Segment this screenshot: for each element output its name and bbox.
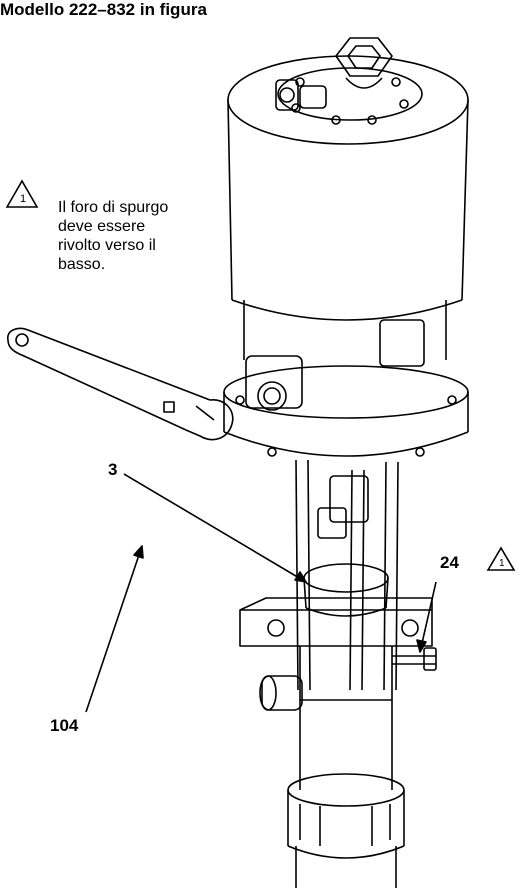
inlet-fitting — [259, 675, 303, 711]
displacement-pump — [287, 700, 405, 888]
leader-lines — [85, 473, 437, 713]
bleed-hole-note: Il foro di spurgo deve essere rivolto ve… — [58, 198, 238, 274]
callout-part-3: 3 — [108, 460, 118, 479]
callout-part-24: 24 — [440, 553, 459, 572]
figure-title: Modello 222–832 in figura — [0, 0, 207, 19]
air-motor-cover — [227, 55, 469, 321]
note-line-2: deve essere — [58, 218, 146, 235]
callout-part-104: 104 — [50, 716, 79, 735]
pump-clamp-block — [239, 597, 433, 701]
tie-rods — [295, 459, 399, 691]
part-24-marker-number: 1 — [499, 558, 505, 569]
motor-body — [223, 300, 469, 457]
lifting-ring — [335, 37, 393, 89]
note-line-4: basso. — [58, 256, 106, 273]
bleed-valve — [392, 647, 437, 671]
note-line-3: rivolto verso il — [58, 237, 156, 254]
note-marker-number: 1 — [20, 193, 26, 205]
wrench-tool — [7, 327, 234, 441]
coupling — [303, 475, 389, 617]
part-24-triangle-icon: 1 — [486, 546, 516, 571]
note-triangle-icon: 1 — [5, 179, 39, 208]
note-line-1: Il foro di spurgo — [58, 199, 169, 216]
